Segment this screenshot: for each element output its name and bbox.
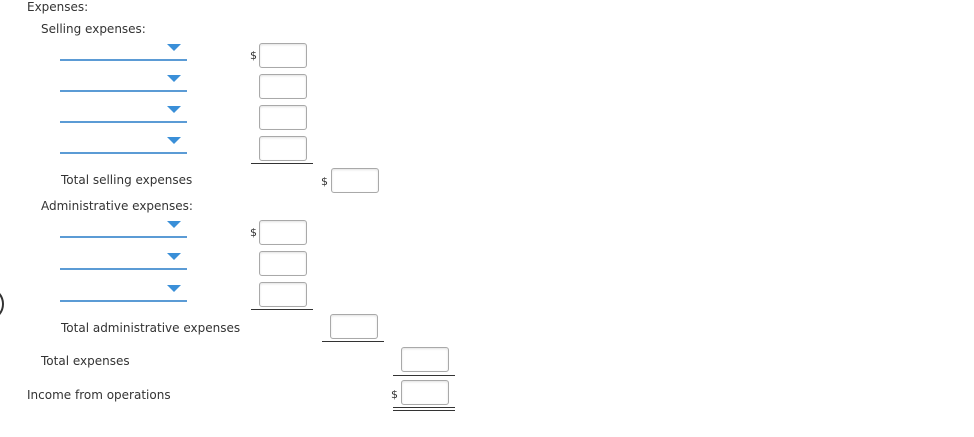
- total-expenses-rule: [322, 341, 384, 342]
- selling-expenses-heading: Selling expenses:: [41, 22, 146, 36]
- income-double-rule: [393, 407, 455, 411]
- chevron-down-icon: [167, 106, 181, 113]
- chevron-down-icon: [167, 44, 181, 51]
- administrative-expenses-heading: Administrative expenses:: [41, 199, 193, 213]
- chevron-down-icon: [167, 221, 181, 228]
- selling-account-dropdown-2[interactable]: [60, 70, 187, 92]
- selling-amount-input-4[interactable]: [259, 136, 307, 161]
- selling-amount-input-2[interactable]: [259, 74, 307, 99]
- admin-amount-input-3[interactable]: [259, 282, 307, 307]
- total-administrative-label: Total administrative expenses: [61, 321, 241, 335]
- chevron-down-icon: [167, 253, 181, 260]
- currency-symbol: $: [250, 226, 257, 239]
- admin-account-dropdown-3[interactable]: [60, 280, 187, 302]
- admin-amount-input-1[interactable]: [259, 220, 307, 245]
- selling-account-dropdown-3[interactable]: [60, 101, 187, 123]
- selling-amount-input-1[interactable]: [259, 43, 307, 68]
- expenses-heading: Expenses:: [27, 0, 89, 14]
- chevron-down-icon: [167, 285, 181, 292]
- total-expenses-input[interactable]: [401, 347, 449, 372]
- total-selling-input[interactable]: [331, 168, 379, 193]
- admin-account-dropdown-1[interactable]: [60, 216, 187, 238]
- total-expenses-label: Total expenses: [41, 354, 130, 368]
- total-selling-label: Total selling expenses: [61, 173, 193, 187]
- currency-symbol: $: [321, 175, 328, 188]
- income-from-operations-input[interactable]: [401, 380, 449, 405]
- income-from-operations-label: Income from operations: [27, 388, 171, 402]
- chevron-down-icon: [167, 137, 181, 144]
- income-rule: [393, 375, 455, 376]
- currency-symbol: $: [391, 388, 398, 401]
- selling-account-dropdown-1[interactable]: [60, 39, 187, 61]
- selling-subtotal-rule: [251, 163, 313, 164]
- selling-account-dropdown-4[interactable]: [60, 132, 187, 154]
- selling-amount-input-3[interactable]: [259, 105, 307, 130]
- partial-circle-icon: [0, 287, 4, 321]
- admin-account-dropdown-2[interactable]: [60, 248, 187, 270]
- chevron-down-icon: [167, 75, 181, 82]
- admin-subtotal-rule: [251, 309, 313, 310]
- currency-symbol: $: [250, 49, 257, 62]
- total-administrative-input[interactable]: [330, 314, 378, 339]
- admin-amount-input-2[interactable]: [259, 251, 307, 276]
